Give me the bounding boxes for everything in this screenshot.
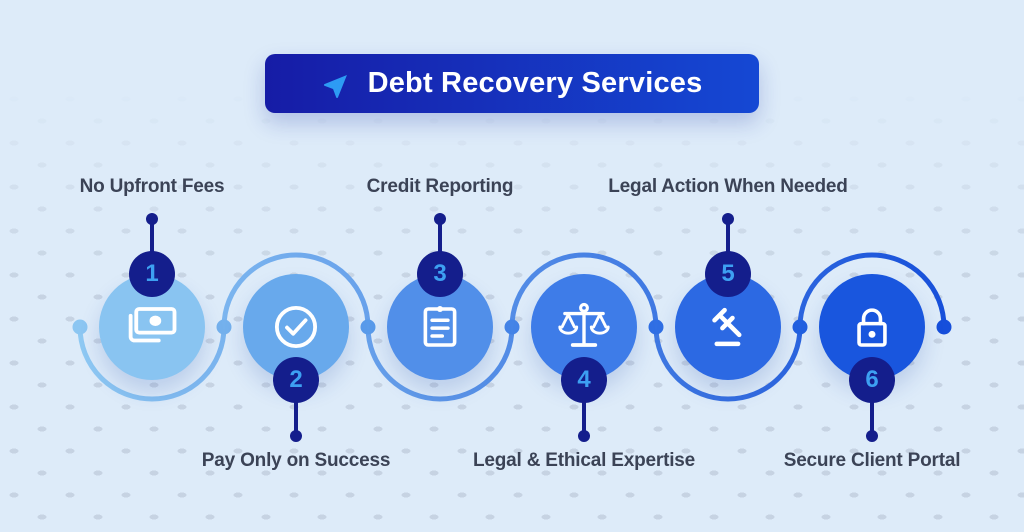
item-label: Legal Action When Needed (608, 176, 848, 197)
connector-dot (504, 319, 520, 335)
step-number-badge: 3 (417, 251, 463, 297)
scales-icon (558, 302, 610, 347)
connector-dot (216, 319, 232, 335)
banknote-icon (128, 307, 177, 343)
clipboard-icon (423, 305, 457, 347)
stem-line (726, 222, 730, 254)
step-number: 1 (145, 260, 159, 287)
item-label: Pay Only on Success (201, 450, 391, 471)
stem-line (294, 400, 298, 432)
service-circle (675, 274, 781, 380)
stem-dot (290, 430, 302, 442)
step-number-badge: 2 (273, 357, 319, 403)
connector-dot (648, 319, 664, 335)
step-number: 3 (433, 260, 447, 287)
stem-dot (866, 430, 878, 442)
stem-dot (434, 213, 446, 225)
connector-dot (360, 319, 376, 335)
step-number: 6 (865, 366, 879, 393)
stem-line (150, 222, 154, 254)
title-banner: Debt Recovery Services (265, 54, 759, 113)
item-label: Credit Reporting (366, 176, 514, 197)
step-number-badge: 6 (849, 357, 895, 403)
gavel-icon (712, 307, 742, 347)
send-arrow-icon (323, 74, 347, 98)
stem-line (870, 400, 874, 432)
step-number: 2 (289, 366, 303, 393)
connector-dot (936, 319, 952, 335)
stem-line (438, 222, 442, 254)
connector-dot (72, 319, 88, 335)
item-label: No Upfront Fees (79, 176, 225, 197)
step-number-badge: 1 (129, 251, 175, 297)
step-number-badge: 5 (705, 251, 751, 297)
step-number: 5 (721, 260, 735, 287)
item-label: Legal & Ethical Expertise (472, 450, 696, 471)
stem-dot (578, 430, 590, 442)
step-number-badge: 4 (561, 357, 607, 403)
connector-dot (792, 319, 808, 335)
stem-line (582, 400, 586, 432)
stem-dot (722, 213, 734, 225)
lock-icon (857, 308, 887, 347)
item-label: Secure Client Portal (783, 450, 961, 471)
check-circle-icon (274, 305, 318, 349)
stem-dot (146, 213, 158, 225)
page-title: Debt Recovery Services (367, 67, 703, 99)
step-number: 4 (577, 366, 591, 393)
